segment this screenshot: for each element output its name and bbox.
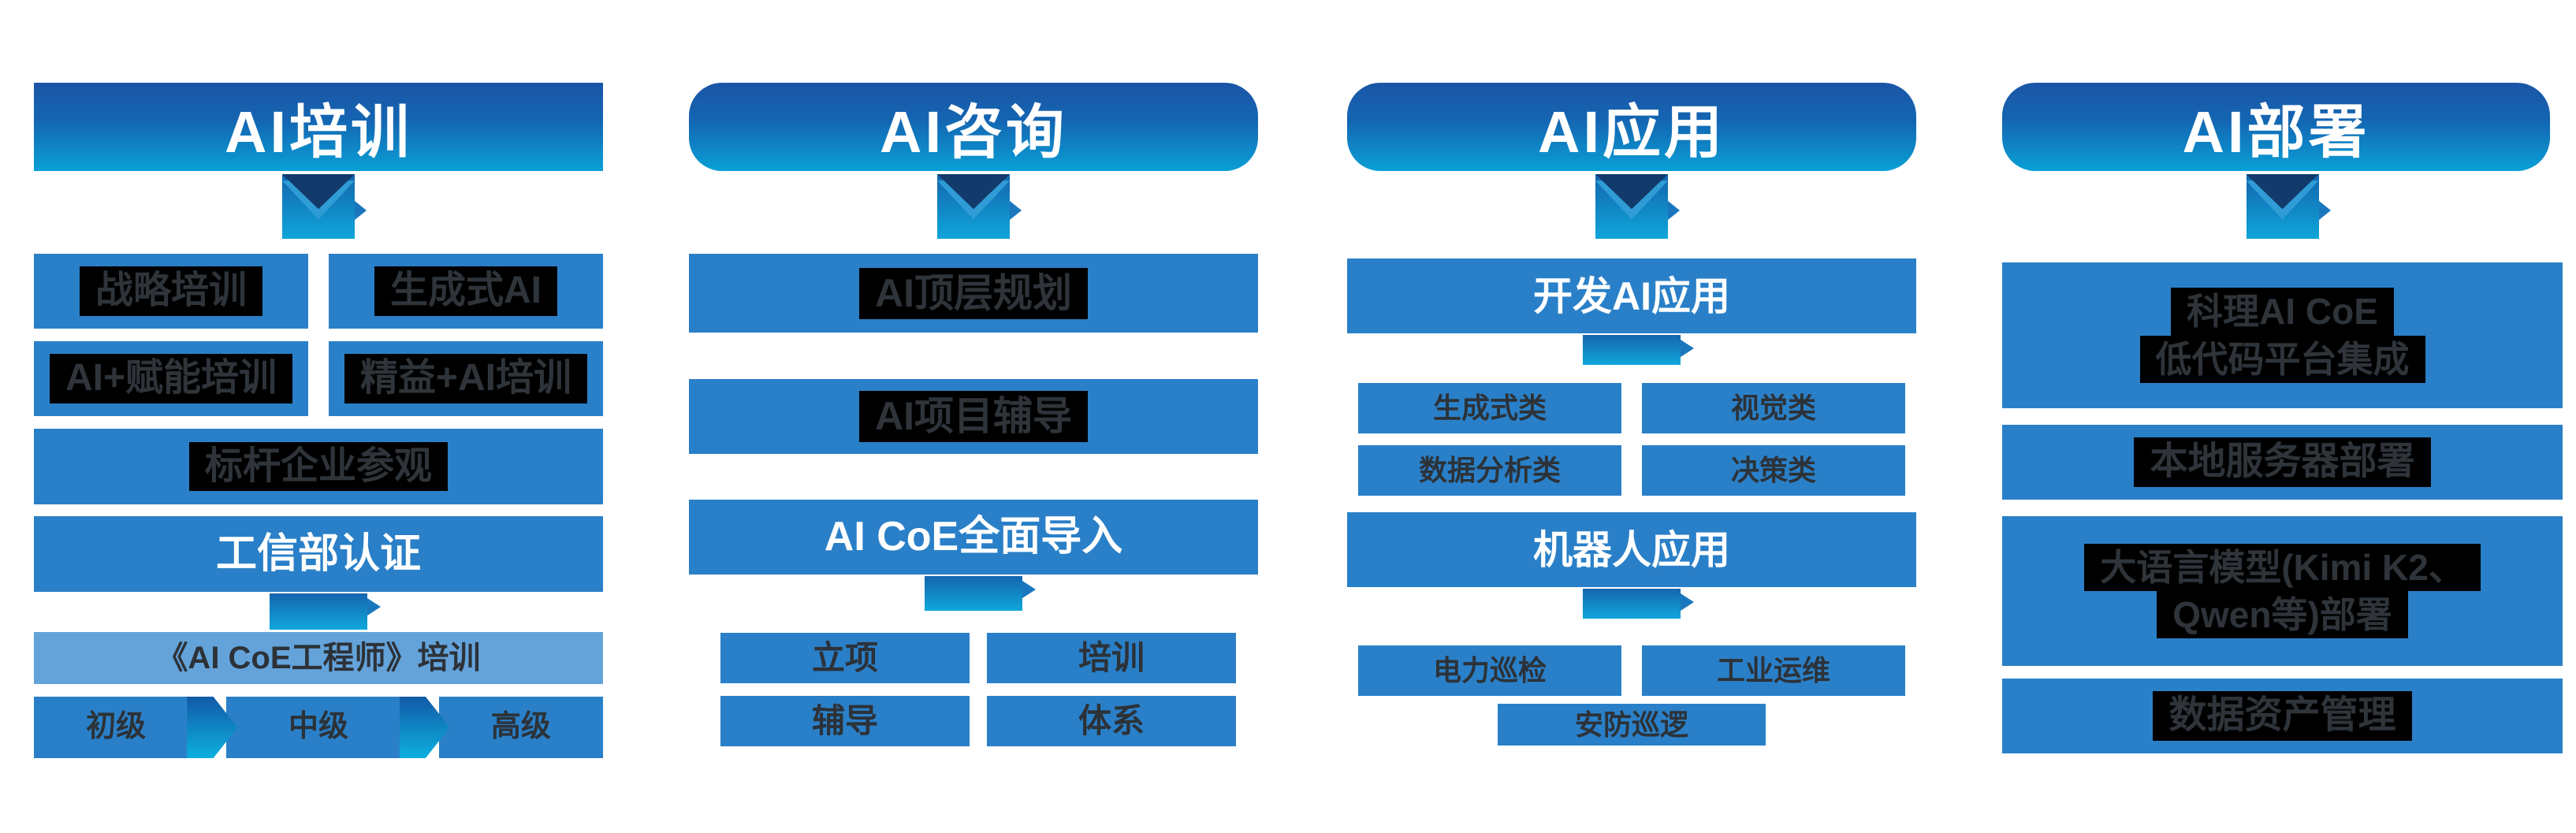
box-ai-coe-full-adoption: AI CoE全面导入 [689, 500, 1258, 575]
training-row-1: 战略培训 生成式AI [34, 254, 603, 329]
box-coaching: 辅导 [720, 696, 970, 746]
header-ai-consulting: AI咨询 [689, 83, 1258, 171]
box-label: 工业运维 [1716, 654, 1830, 687]
connector-icon [925, 576, 1036, 611]
arrow-side-tip [1668, 201, 1680, 220]
box-label: 视觉类 [1730, 392, 1816, 425]
box-lean-ai-training: 精益+AI培训 [329, 341, 603, 416]
box-level-advanced: 高级 [438, 697, 603, 758]
box-local-server-deployment: 本地服务器部署 [2002, 425, 2563, 500]
column-ai-application: AI应用 开发AI应用 生成式类 视觉类 数据分析类 [1347, 0, 1916, 833]
header-title: AI咨询 [880, 99, 1067, 165]
column-ai-training: AI培训 战略培训 生成式AI AI+赋能培训 精益+AI培训 标杆企 [34, 0, 603, 833]
level-progression-row: 初级 中级 高级 [34, 697, 603, 758]
arrow-side-tip [355, 201, 367, 220]
box-label: 辅导 [811, 701, 878, 739]
header-ai-application: AI应用 [1347, 83, 1916, 171]
box-label: 本地服务器部署 [2134, 437, 2431, 487]
box-level-basic: 初级 [34, 697, 199, 758]
arrow-side-tip [2318, 201, 2331, 220]
header-ai-training: AI培训 [34, 83, 603, 171]
training-row-2: AI+赋能培训 精益+AI培训 [34, 341, 603, 416]
box-label: 生成式AI [374, 266, 557, 316]
box-benchmark-visit: 标杆企业参观 [34, 429, 603, 504]
box-decision-type: 决策类 [1642, 445, 1905, 496]
box-label: 标杆企业参观 [188, 441, 448, 492]
box-ai-top-level-planning: AI顶层规划 [689, 254, 1258, 333]
box-label: 战略培训 [79, 266, 262, 316]
box-label: 开发AI应用 [1533, 273, 1730, 318]
box-level-intermediate: 中级 [226, 697, 411, 758]
box-label: 决策类 [1730, 454, 1816, 487]
box-label: 数据资产管理 [2153, 691, 2412, 741]
arrow-side-tip [1010, 201, 1022, 220]
header-title: AI部署 [2182, 99, 2370, 165]
header-title: AI培训 [225, 99, 412, 165]
connector-tip [1681, 340, 1694, 357]
box-label: 数据分析类 [1418, 454, 1561, 487]
box-label: 电力巡检 [1432, 654, 1547, 687]
box-label: AI项目辅导 [859, 391, 1088, 442]
box-training: 培训 [987, 633, 1236, 683]
connector-icon [270, 593, 381, 630]
box-system: 体系 [987, 696, 1236, 746]
box-label: AI+赋能培训 [49, 354, 293, 403]
box-label: 生成式类 [1432, 392, 1547, 425]
box-label: 中级 [288, 710, 348, 744]
robot-grid-row: 电力巡检 工业运维 [1358, 645, 1905, 696]
box-label-line-2: Qwen等)部署 [2157, 591, 2408, 639]
box-data-asset-management: 数据资产管理 [2002, 679, 2563, 753]
box-ai-empowerment-training: AI+赋能培训 [34, 341, 308, 416]
header-title: AI应用 [1538, 99, 1725, 165]
app-grid-row-1: 生成式类 视觉类 [1358, 383, 1905, 433]
down-arrow-icon [2246, 174, 2331, 239]
box-power-inspection: 电力巡检 [1358, 645, 1621, 696]
box-ai-project-coaching: AI项目辅导 [689, 379, 1258, 454]
header-ai-deployment: AI部署 [2002, 83, 2550, 171]
down-arrow-icon [937, 174, 1022, 239]
box-industrial-ops: 工业运维 [1642, 645, 1905, 696]
box-vision-type: 视觉类 [1642, 383, 1905, 433]
box-label: 安防巡逻 [1574, 708, 1688, 741]
box-label: 机器人应用 [1533, 527, 1730, 572]
consulting-grid-row-1: 立项 培训 [720, 633, 1236, 683]
box-generative-ai: 生成式AI [329, 254, 603, 329]
box-label-line-1: 科理AI CoE [2171, 288, 2394, 336]
connector-icon [1583, 589, 1694, 619]
column-ai-consulting: AI咨询 AI顶层规划 AI项目辅导 AI CoE全面导入 立项 培训 [689, 0, 1258, 833]
box-keli-ai-coe-lowcode: 科理AI CoE 低代码平台集成 [2002, 262, 2563, 408]
box-label: 高级 [490, 710, 551, 744]
box-miit-certification: 工信部认证 [34, 516, 603, 592]
box-label: 精益+AI培训 [344, 354, 588, 403]
box-robot-application: 机器人应用 [1347, 512, 1916, 587]
down-arrow-icon [1595, 174, 1680, 239]
box-strategy-training: 战略培训 [34, 254, 308, 329]
box-data-analysis-type: 数据分析类 [1358, 445, 1621, 496]
box-label-line-2: 低代码平台集成 [2139, 335, 2425, 383]
box-label: 初级 [86, 710, 147, 744]
connector-tip [1681, 593, 1694, 611]
box-develop-ai-apps: 开发AI应用 [1347, 258, 1916, 333]
connector-tip [1022, 581, 1036, 598]
box-label: 体系 [1078, 701, 1145, 739]
box-project-initiation: 立项 [720, 633, 970, 683]
box-label: 《AI CoE工程师》培训 [156, 641, 481, 675]
box-label: 立项 [811, 638, 878, 676]
box-label: 工信部认证 [215, 530, 421, 577]
down-arrow-icon [282, 174, 367, 239]
box-coe-engineer-training: 《AI CoE工程师》培训 [34, 632, 603, 684]
box-label: 培训 [1078, 638, 1145, 676]
app-grid-row-2: 数据分析类 决策类 [1358, 445, 1905, 496]
box-label: AI CoE全面导入 [824, 514, 1123, 560]
box-llm-deployment: 大语言模型(Kimi K2、 Qwen等)部署 [2002, 516, 2563, 666]
box-generative-type: 生成式类 [1358, 383, 1621, 433]
connector-icon [1583, 335, 1694, 365]
box-security-patrol: 安防巡逻 [1498, 704, 1766, 746]
box-label: AI顶层规划 [859, 267, 1088, 319]
box-label-line-1: 大语言模型(Kimi K2、 [2084, 543, 2481, 591]
column-ai-deployment: AI部署 科理AI CoE 低代码平台集成 本地服务器部署 大语言模型(Kimi… [2002, 0, 2563, 833]
consulting-grid-row-2: 辅导 体系 [720, 696, 1236, 746]
connector-tip [367, 598, 381, 615]
